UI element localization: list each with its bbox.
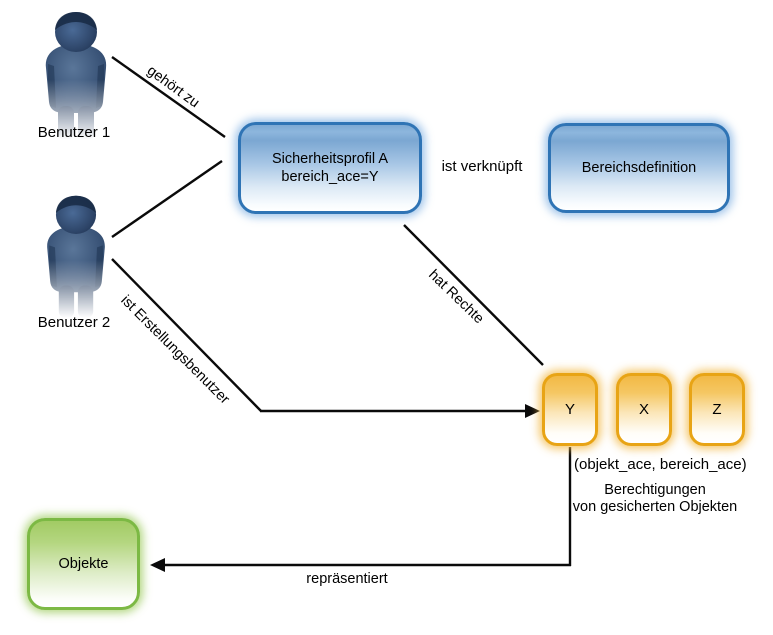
user-icon-benutzer-1 xyxy=(45,12,107,140)
ace-node-y-label: Y xyxy=(564,400,575,418)
repraesentiert-edge-label: repräsentiert xyxy=(306,571,388,587)
arrowhead-to-objekte xyxy=(150,558,165,572)
ace-tuple-annotation: (objekt_ace, bereich_ace) xyxy=(574,456,747,473)
hat-rechte-edge-label: hat Rechte xyxy=(425,266,487,328)
ist-verknuepft-label: ist verknüpft xyxy=(441,158,523,175)
ace-node-x-label: X xyxy=(638,400,649,418)
edge-benutzer2-profil-line xyxy=(111,160,223,238)
ace-node-z-label: Z xyxy=(712,400,722,418)
objekte-node: Objekte xyxy=(27,518,140,610)
edge-hat-rechte-line xyxy=(403,224,544,366)
user-icon-benutzer-2 xyxy=(47,195,105,318)
edge-gehoert-zu-line xyxy=(111,56,226,138)
bereichsdefinition-label: Bereichsdefinition xyxy=(581,160,697,176)
edge-erstellung-diagonal-line xyxy=(111,258,262,412)
sicherheitsprofil-a-title: Sicherheitsprofil A xyxy=(271,151,389,167)
berechtigungen-annotation-line1: Berechtigungen xyxy=(604,482,706,498)
ace-node-x: X xyxy=(616,373,672,446)
ace-node-z: Z xyxy=(689,373,745,446)
objekte-label: Objekte xyxy=(58,556,109,572)
arrowhead-to-y xyxy=(525,404,540,418)
berechtigungen-annotation-line2: von gesicherten Objekten xyxy=(572,499,738,515)
benutzer-1-label: Benutzer 1 xyxy=(37,124,111,141)
gehoert-zu-edge-label: gehört zu xyxy=(143,62,203,112)
ist-erstellungsbenutzer-edge-label: ist Erstellungsbenutzer xyxy=(117,292,233,408)
sicherheitsprofil-a-attribute: bereich_ace=Y xyxy=(281,169,379,185)
bereichsdefinition-node: Bereichsdefinition xyxy=(548,123,730,213)
sicherheitsprofil-a-node: Sicherheitsprofil A bereich_ace=Y xyxy=(238,122,422,214)
benutzer-2-label: Benutzer 2 xyxy=(37,314,111,331)
ace-node-y: Y xyxy=(542,373,598,446)
